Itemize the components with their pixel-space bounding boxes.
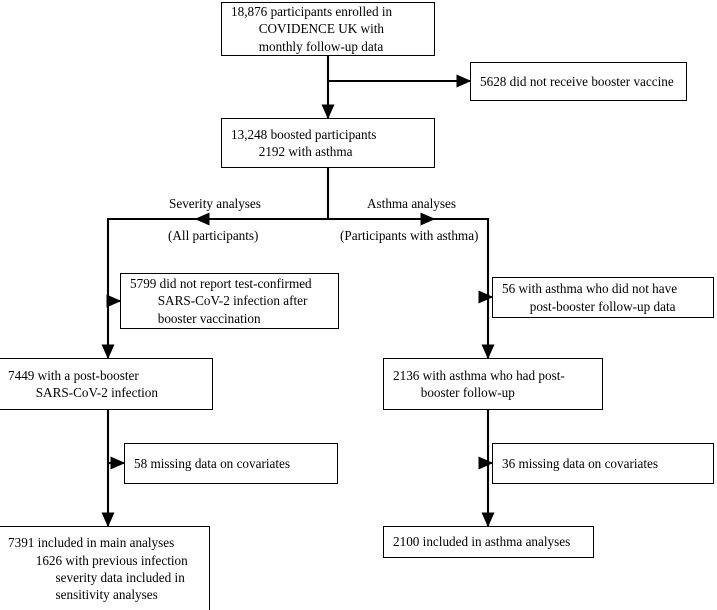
node-no-infection: 5799 did not report test-confirmed SARS-… — [120, 273, 339, 329]
node-enrolled-line-3: monthly follow-up data — [258, 38, 384, 54]
node-missing-36: 36 missing data on covariates — [492, 443, 714, 484]
node-no-infection-line-3: booster vaccination — [157, 310, 261, 326]
node-post-booster-infection-line-1: 7449 with a post-booster — [8, 367, 139, 383]
branch-label-severity-analyses: Severity analyses — [169, 196, 261, 211]
node-no-infection-line-1: 5799 did not report test-confirmed — [130, 275, 312, 291]
node-post-booster-infection: 7449 with a post-booster SARS-CoV-2 infe… — [0, 358, 213, 410]
node-asthma-followup: 2136 with asthma who had post- booster f… — [383, 358, 603, 410]
node-main-analyses: 7391 included in main analyses 1626 with… — [0, 526, 210, 610]
node-missing-58: 58 missing data on covariates — [124, 443, 338, 484]
branch-label-asthma-analyses: Asthma analyses — [367, 196, 456, 211]
node-no-infection-line-2: SARS-CoV-2 infection after — [157, 293, 308, 309]
node-missing-36-line-1: 36 missing data on covariates — [502, 455, 659, 471]
node-missing-58-line-1: 58 missing data on covariates — [134, 455, 291, 471]
node-enrolled-line-1: 18,876 participants enrolled in — [231, 3, 393, 19]
node-no-followup-line-1: 56 with asthma who did not have — [502, 281, 678, 297]
node-no-booster-line-1: 5628 did not receive booster vaccine — [480, 73, 674, 89]
node-enrolled-line-2: COVIDENCE UK with — [258, 21, 384, 37]
node-main-analyses-line-1: 7391 included in main analyses — [8, 535, 175, 551]
node-asthma-analyses-line-1: 2100 included in asthma analyses — [393, 534, 571, 550]
node-main-analyses-line-4: sensitivity analyses — [55, 587, 158, 603]
node-boosted: 13,248 boosted participants 2192 with as… — [221, 118, 435, 168]
node-post-booster-infection-line-2: SARS-CoV-2 infection — [35, 385, 158, 400]
node-asthma-followup-line-1: 2136 with asthma who had post- — [393, 367, 565, 383]
node-asthma-analyses: 2100 included in asthma analyses — [383, 526, 594, 558]
node-enrolled: 18,876 participants enrolled in COVIDENC… — [221, 2, 435, 56]
node-main-analyses-line-2: 1626 with previous infection — [35, 552, 188, 568]
node-no-followup-line-2: post-booster follow-up data — [529, 298, 676, 314]
branch-label-all-participants: (All participants) — [168, 228, 259, 243]
node-boosted-line-2: 2192 with asthma — [258, 144, 353, 159]
branch-label-participants-with-asthma: (Participants with asthma) — [340, 228, 479, 243]
node-asthma-followup-line-2: booster follow-up — [420, 385, 515, 400]
node-no-followup: 56 with asthma who did not have post-boo… — [492, 277, 714, 318]
node-main-analyses-line-3: severity data included in — [55, 570, 185, 585]
node-no-booster: 5628 did not receive booster vaccine — [470, 62, 687, 101]
node-boosted-line-1: 13,248 boosted participants — [231, 126, 377, 142]
